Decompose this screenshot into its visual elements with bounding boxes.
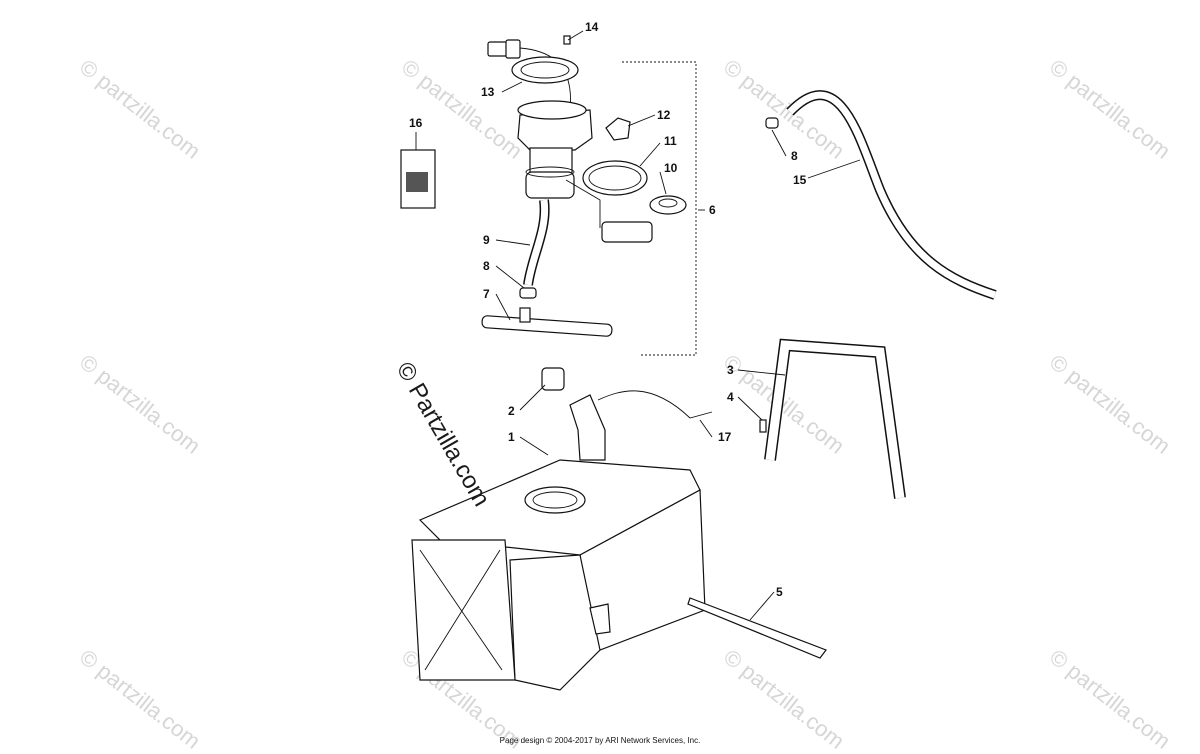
fuel-fitting — [605, 117, 631, 141]
leader-13 — [501, 81, 523, 93]
tank-mount-tab — [589, 603, 611, 635]
callout-8-right[interactable]: 8 — [791, 149, 798, 163]
pump-head — [517, 109, 593, 151]
pump-opening — [524, 486, 586, 514]
leader-5 — [749, 591, 775, 621]
fuel-pump-assembly — [481, 35, 697, 356]
strap-inner — [765, 340, 905, 499]
lock-ring — [511, 56, 579, 84]
leader-8a — [495, 265, 525, 289]
footer-copyright: Page design © 2004-2017 by ARI Network S… — [499, 736, 701, 745]
leader-1 — [519, 436, 549, 456]
pump-flange — [517, 100, 587, 120]
locking-nut-hole — [658, 198, 678, 208]
callout-8[interactable]: 8 — [483, 259, 490, 273]
leader-10 — [659, 171, 667, 195]
callout-12[interactable]: 12 — [657, 108, 671, 122]
callout-13[interactable]: 13 — [481, 85, 495, 99]
leader-3 — [737, 369, 786, 376]
tank-seal — [582, 160, 648, 196]
leader-11 — [639, 142, 661, 167]
gas-cap — [541, 367, 565, 391]
tank-seal-inner — [588, 165, 642, 191]
callout-6[interactable]: 6 — [709, 203, 716, 217]
callout-16[interactable]: 16 — [409, 116, 423, 130]
callout-5[interactable]: 5 — [776, 585, 783, 599]
callout-4[interactable]: 4 — [727, 390, 734, 404]
callout-14[interactable]: 14 — [585, 20, 599, 34]
leader-lines — [415, 30, 861, 621]
watermark-faint: © partzilla.com — [719, 54, 849, 163]
leader-9 — [495, 239, 531, 246]
watermark-faint: © partzilla.com — [1045, 644, 1175, 749]
vent-hose-clamp — [765, 117, 779, 129]
leader-4 — [737, 396, 763, 421]
part-16-box — [400, 149, 436, 209]
pump-body — [529, 147, 573, 175]
fuel-pickup-filter — [481, 315, 613, 337]
watermark-faint: © partzilla.com — [75, 349, 205, 458]
locking-nut — [649, 195, 687, 215]
watermark-faint: © partzilla.com — [1045, 54, 1175, 163]
watermark-faint: © partzilla.com — [75, 54, 205, 163]
electrical-connector-body — [505, 39, 521, 59]
leader-7 — [495, 293, 511, 321]
fuel-float — [601, 221, 653, 243]
leader-17 — [699, 419, 713, 438]
assembly-bracket — [622, 61, 697, 356]
callout-2[interactable]: 2 — [508, 404, 515, 418]
callout-1[interactable]: 1 — [508, 430, 515, 444]
tank-face-ribs — [419, 549, 503, 671]
pump-opening-inner — [532, 491, 578, 509]
callout-9[interactable]: 9 — [483, 233, 490, 247]
watermark-layer: © partzilla.com © partzilla.com © partzi… — [75, 54, 1175, 753]
filter-inlet — [519, 307, 531, 323]
float-arm — [565, 179, 601, 228]
gas-cap-body — [541, 367, 565, 391]
watermark-faint: © partzilla.com — [1045, 349, 1175, 458]
vent-line — [597, 390, 713, 419]
strap-bolt — [759, 419, 767, 433]
watermark-main: © Partzilla.com — [391, 358, 495, 512]
watermark-faint: © partzilla.com — [75, 644, 205, 749]
callout-11[interactable]: 11 — [664, 134, 677, 148]
callout-10[interactable]: 10 — [664, 161, 678, 175]
leader-15 — [807, 159, 861, 179]
tank-strap — [759, 338, 906, 499]
callout-labels: 14 13 12 11 10 6 9 8 7 16 8 15 3 4 2 1 1… — [409, 20, 807, 599]
pickup-hose-inner — [524, 199, 549, 286]
callout-3[interactable]: 3 — [727, 363, 734, 377]
callout-7[interactable]: 7 — [483, 287, 490, 301]
electrical-connector — [487, 41, 509, 57]
watermark-faint: © partzilla.com — [397, 54, 527, 163]
leader-2 — [519, 384, 546, 411]
vent-hose-inner — [787, 91, 997, 299]
leader-14 — [567, 30, 584, 41]
decal-graphic — [406, 172, 428, 192]
pump-housing-rim — [525, 166, 575, 178]
filler-neck — [569, 394, 606, 461]
vent-hose — [765, 90, 997, 300]
leader-8b — [771, 129, 787, 157]
screw — [563, 35, 571, 45]
callout-17[interactable]: 17 — [718, 430, 732, 444]
hose-clamp — [519, 287, 537, 299]
lock-ring-inner — [520, 61, 570, 79]
watermark-faint: © partzilla.com — [719, 644, 849, 749]
callout-15[interactable]: 15 — [793, 173, 807, 187]
tank-front-face — [411, 539, 516, 681]
tank-pad — [687, 597, 827, 659]
fuel-tank — [411, 394, 706, 691]
leader-12 — [627, 114, 656, 127]
